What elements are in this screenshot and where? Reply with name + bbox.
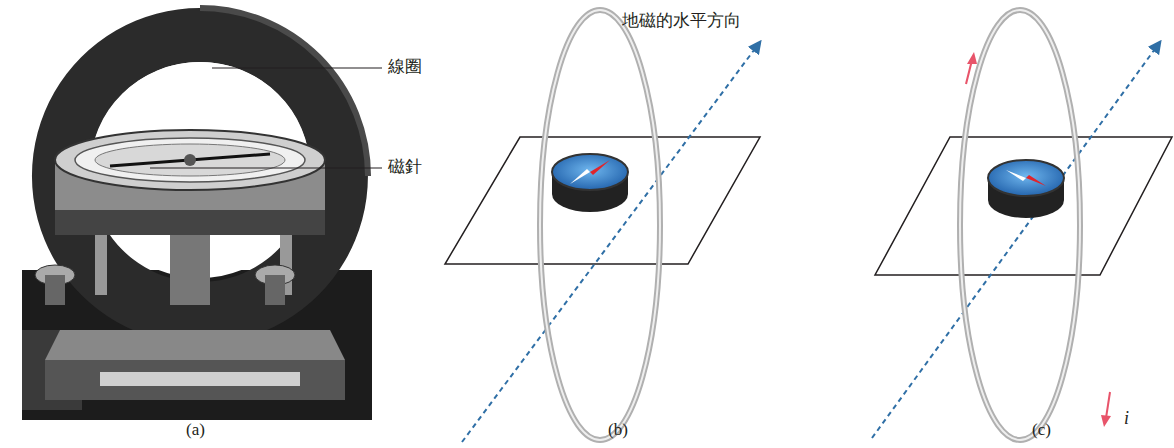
panel-b: [445, 10, 760, 442]
panel-caption: (a): [186, 420, 205, 440]
direction-label: 地磁的水平方向: [622, 10, 741, 30]
leader-line: [150, 167, 382, 168]
part-label: 線圈: [388, 56, 422, 76]
current-symbol: i: [1124, 408, 1129, 430]
part-label: 磁針: [388, 156, 422, 176]
leader-line: [212, 67, 382, 68]
panel-c: [872, 10, 1172, 440]
panel-caption: (c): [1032, 420, 1051, 440]
panel-caption: (b): [608, 420, 628, 440]
galvanometer-photo: [22, 8, 372, 420]
